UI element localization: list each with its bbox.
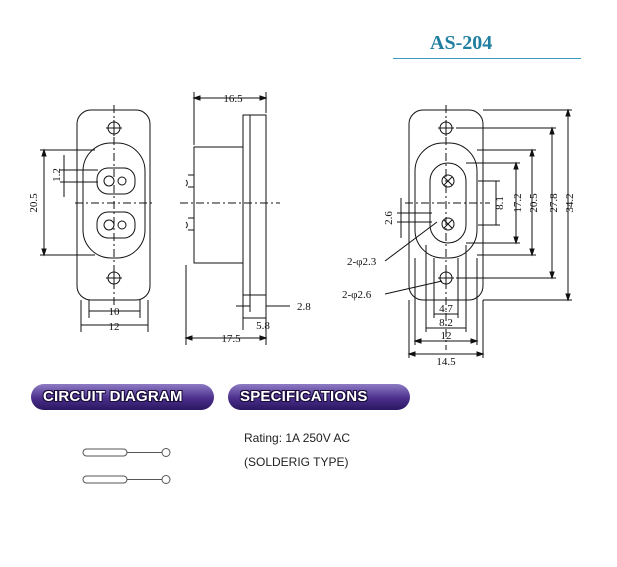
- side-view: [180, 92, 290, 345]
- dim-back-20-5: 20.5: [528, 193, 540, 213]
- front-pin-socket-top: [96, 167, 136, 195]
- dim-side-5-8: 5.8: [256, 320, 270, 332]
- dim-back-hole-2-3: 2-φ2.3: [347, 256, 377, 268]
- dim-back-12: 12: [441, 330, 452, 342]
- side-flange: [242, 114, 267, 296]
- circuit-diagram-label: CIRCUIT DIAGRAM: [43, 388, 183, 405]
- dim-back-27-8: 27.8: [548, 193, 560, 213]
- back-view: [384, 105, 572, 358]
- dim-back-8-2: 8.2: [439, 317, 453, 329]
- dim-side-16-5: 16.5: [223, 93, 243, 105]
- specifications-label: SPECIFICATIONS: [240, 388, 368, 405]
- dim-front-12: 12: [109, 321, 120, 333]
- dim-back-8-1: 8.1: [494, 196, 506, 210]
- dim-back-4-7: 4.7: [439, 303, 453, 315]
- front-view: [40, 105, 152, 332]
- dim-back-hole-2-6: 2-φ2.6: [342, 289, 372, 301]
- dim-side-2-8: 2.8: [297, 301, 311, 313]
- back-terminal-top: [441, 174, 455, 188]
- circuit-diagram: [82, 448, 171, 484]
- specifications-header: SPECIFICATIONS: [228, 384, 410, 410]
- spec-type: (SOLDERIG TYPE): [244, 455, 349, 469]
- dim-back-2-6: 2.6: [383, 211, 395, 225]
- circuit-diagram-header: CIRCUIT DIAGRAM: [31, 384, 214, 410]
- dim-side-17-5: 17.5: [221, 333, 241, 345]
- dim-front-1-2: 1.2: [51, 168, 63, 182]
- circuit-terminal-top: [161, 448, 171, 457]
- title-underline: [393, 58, 581, 59]
- dim-back-34-2: 34.2: [564, 193, 576, 212]
- dim-back-17-2: 17.2: [512, 193, 524, 212]
- circuit-pin-bottom: [82, 475, 128, 484]
- circuit-terminal-bottom: [161, 475, 171, 484]
- circuit-pin-top: [82, 448, 128, 457]
- front-pin-socket-bottom: [96, 211, 136, 239]
- dim-front-20-5: 20.5: [28, 193, 40, 213]
- dim-front-10: 10: [109, 306, 121, 318]
- spec-rating: Rating: 1A 250V AC: [244, 431, 351, 445]
- back-terminal-bottom: [441, 217, 455, 231]
- side-body: [193, 146, 244, 264]
- dim-back-14-5: 14.5: [436, 356, 456, 368]
- product-title: AS-204: [430, 32, 493, 54]
